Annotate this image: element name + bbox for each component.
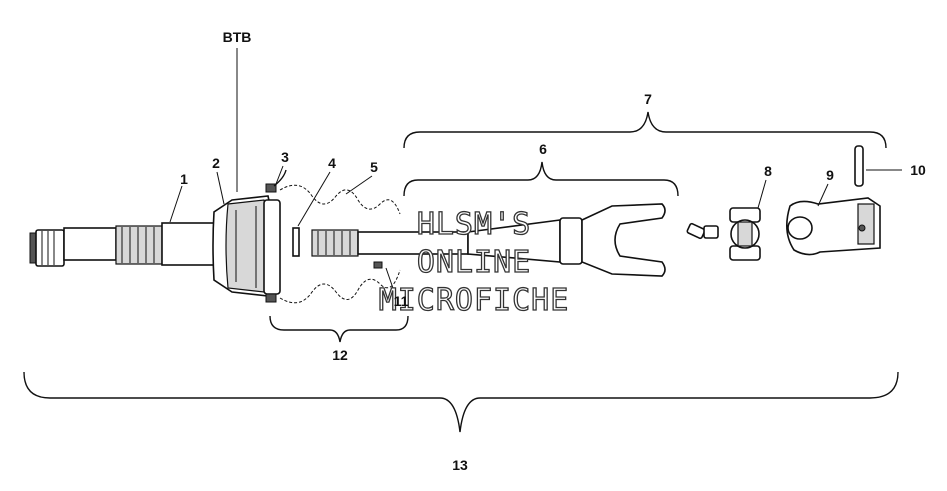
callout-4: 4 — [328, 155, 336, 171]
part-1-outer-shaft — [29, 222, 215, 267]
brace-6 — [403, 161, 679, 197]
part-5-boot — [279, 184, 401, 304]
callout-7: 7 — [644, 91, 652, 107]
part-9-yoke — [786, 197, 881, 256]
callout-labels: BTB 1 2 3 4 5 6 7 8 9 10 11 12 13 — [180, 29, 926, 473]
brace-12 — [269, 315, 409, 343]
part-3-clamp — [273, 169, 287, 187]
part-10-pin — [854, 145, 864, 187]
callout-6: 6 — [539, 141, 547, 157]
callout-2: 2 — [212, 155, 220, 171]
callout-1: 1 — [180, 171, 188, 187]
callout-11: 11 — [394, 293, 409, 309]
callout-9: 9 — [826, 167, 834, 183]
watermark-line-3: MICROFICHE — [379, 283, 570, 318]
callout-12: 12 — [332, 347, 348, 363]
part-2-cv-housing — [212, 183, 281, 303]
brace-7 — [403, 111, 887, 149]
watermark-line-1: HLSM'S — [417, 207, 531, 242]
watermark: HLSM'S ONLINE MICROFICHE — [378, 206, 570, 318]
part-8-cross-bearing — [686, 207, 761, 261]
callout-13: 13 — [452, 457, 468, 473]
watermark-line-2: ONLINE — [417, 245, 531, 280]
leader-lines — [169, 48, 902, 295]
part-6-yoke-shaft — [311, 203, 666, 277]
callout-8: 8 — [764, 163, 772, 179]
callout-5: 5 — [370, 159, 378, 175]
callout-10: 10 — [910, 162, 926, 178]
callout-3: 3 — [281, 149, 289, 165]
callout-btb: BTB — [223, 29, 252, 45]
brace-13 — [23, 371, 899, 433]
part-4-snap-ring — [292, 227, 300, 257]
